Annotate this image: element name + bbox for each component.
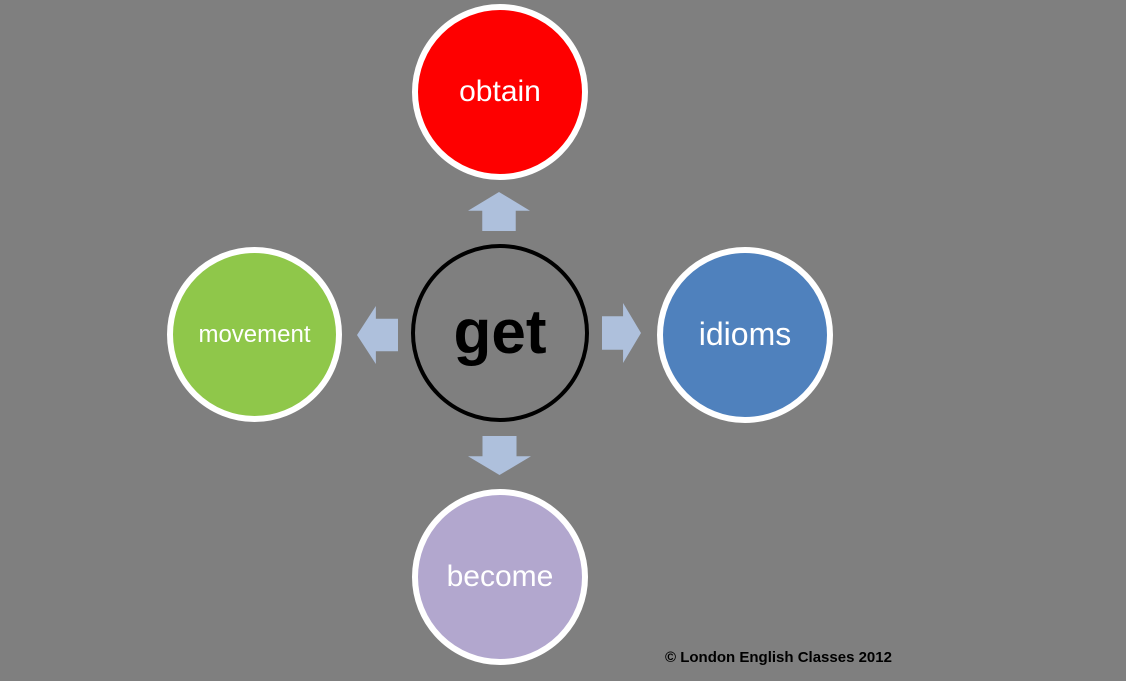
node-label-movement: movement <box>198 320 311 348</box>
node-circle-become: become <box>412 489 588 665</box>
center-circle-get: get <box>411 244 589 422</box>
copyright-text: © London English Classes 2012 <box>665 649 892 666</box>
node-label-obtain: obtain <box>459 75 541 109</box>
node-circle-idioms: idioms <box>657 247 833 423</box>
node-circle-obtain: obtain <box>412 4 588 180</box>
node-circle-movement: movement <box>167 247 342 422</box>
arrow-down-icon <box>468 436 531 475</box>
center-label-get: get <box>453 298 547 368</box>
node-label-idioms: idioms <box>698 316 792 353</box>
node-label-become: become <box>446 560 554 594</box>
arrow-left-icon <box>357 306 398 364</box>
arrow-up-icon <box>468 192 530 231</box>
arrow-right-icon <box>602 303 641 363</box>
